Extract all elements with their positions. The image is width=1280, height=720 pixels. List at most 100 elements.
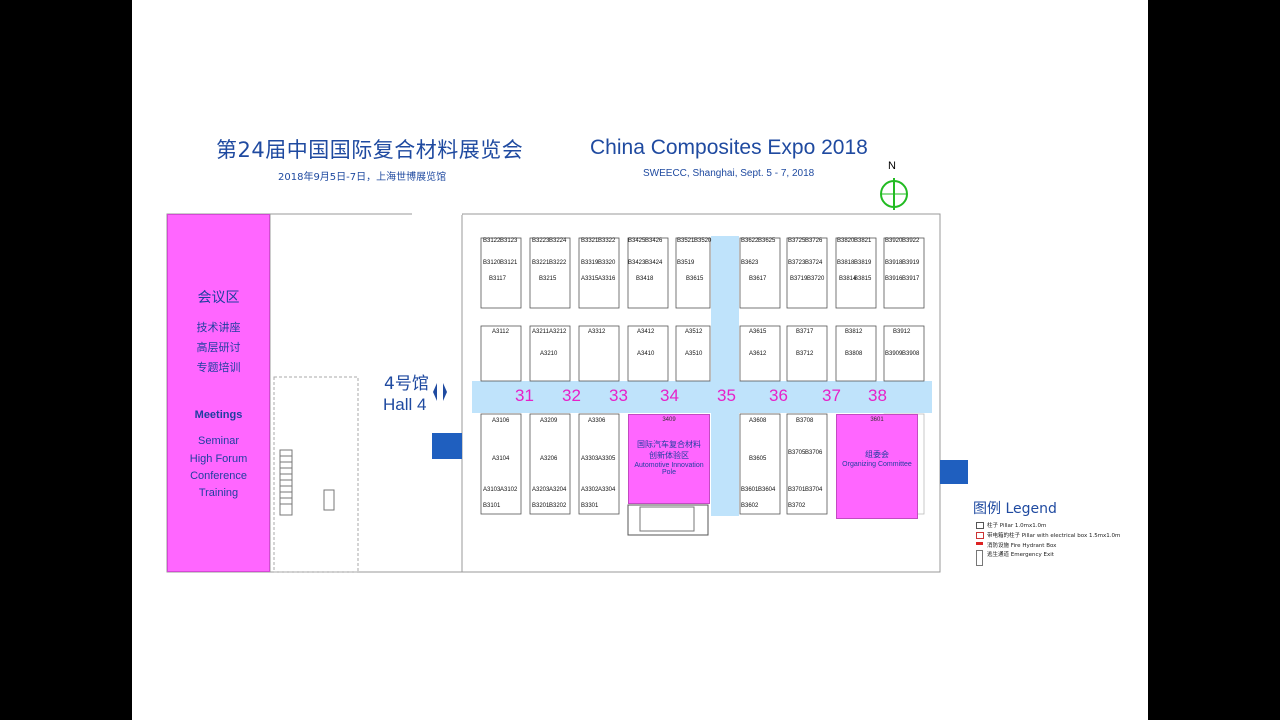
electrical-pillar-icon [976,532,984,539]
booth-label: B3321 [581,238,599,244]
booth-label: B3725 [788,238,806,244]
booth-label: B3723 [788,260,806,266]
booth-label: A3106 [492,418,510,424]
organizing-committee-area: 3601 组委会 Organizing Committee [836,414,918,519]
booth-label: B3120 [483,260,501,266]
booth-label: B3820 [837,238,855,244]
aisle-number: 37 [822,386,841,405]
booth-label: B3922 [902,238,920,244]
booth-label: A3612 [749,351,767,357]
compass-icon [880,178,908,210]
area-name-cn: 国际汽车复合材料创新体验区 [637,440,701,460]
booth-label: A3412 [637,329,655,335]
booth-label: B3117 [489,276,506,282]
booth-label: B3917 [902,276,920,282]
booth-label: B3918 [885,260,903,266]
booth-label: A3510 [685,351,703,357]
north-label: N [888,160,896,172]
booth-label: B3224 [549,238,567,244]
aisle-number: 36 [769,386,788,405]
booth-label: B3521 [677,238,695,244]
booth-label: B3215 [539,276,557,282]
booth-label: B3426 [645,238,663,244]
booth-label: A3303 [581,456,599,462]
booth-label: B3604 [758,487,776,493]
aisle-number: 33 [609,386,628,405]
booth-label: B3101 [483,503,501,509]
legend-title: 图例 Legend [973,501,1057,517]
booth-label: B3423 [628,260,646,266]
booth-label: B3602 [741,503,759,509]
expo-subtitle-cn: 2018年9月5日-7日，上海世博展览馆 [278,172,447,183]
booth-label: B3520 [694,238,712,244]
booth-label: B3818 [837,260,855,266]
meeting-item-en: Seminar [198,435,239,447]
booth-label: B3319 [581,260,599,266]
booth-label: B3121 [500,260,518,266]
booth-label: B3819 [854,260,872,266]
booth-label: B3815 [854,276,872,282]
booth-label: B3719 [790,276,808,282]
meeting-area: 会议区 技术讲座 高层研讨 专题培训 Meetings Seminar High… [167,214,270,572]
area-name-en: Automotive Innovation Pole [634,462,704,476]
booth-label: A3102 [500,487,518,493]
expo-title-en: China Composites Expo 2018 [590,136,868,159]
booth-label: A3312 [588,329,606,335]
booth-label: A3315 [581,276,599,282]
booth-label: B3704 [805,487,823,493]
booth-label: A3304 [598,487,616,493]
booth-label: B3615 [686,276,704,282]
meeting-item-en: Conference [190,470,247,482]
booth-label: B3912 [893,329,911,335]
meeting-title-en: Meetings [194,409,243,421]
booth-label: A3112 [492,329,509,335]
fire-hydrant-icon [976,542,983,545]
booth-label: A3410 [637,351,655,357]
aisle-number: 38 [868,386,887,405]
booth-label: A3104 [492,456,510,462]
area-code: 3601 [870,417,884,423]
legend-item: 逃生通道 Emergency Exit [987,552,1054,558]
booth-label: B3418 [636,276,654,282]
booth-label: B3920 [885,238,903,244]
booth-label: B3322 [598,238,616,244]
area-name-cn: 组委会 [865,450,889,459]
expo-subtitle-en: SWEECC, Shanghai, Sept. 5 - 7, 2018 [643,168,815,179]
booth-label: B3724 [805,260,823,266]
booth-label: B3808 [845,351,863,357]
booth-label: B3221 [532,260,550,266]
automotive-innovation-area: 3409 国际汽车复合材料创新体验区 Automotive Innovation… [628,414,710,504]
booth-label: B3712 [796,351,814,357]
booth-label: B3424 [645,260,663,266]
booth-label: A3210 [540,351,558,357]
booth-label: A3305 [598,456,616,462]
booth-label: B3908 [902,351,920,357]
booth-label: A3212 [549,329,567,335]
booth-label: B3301 [581,503,599,509]
booth-label: A3316 [598,276,616,282]
entrance-arrows-icon [433,383,447,401]
aisle-number: 35 [717,386,736,405]
aisle-number: 32 [562,386,581,405]
booth-label: B3222 [549,260,567,266]
booth-label: B3622 [741,238,759,244]
pillar-icon [976,522,984,529]
aisle-number: 31 [515,386,534,405]
booth-label: B3625 [758,238,776,244]
floor-plan-page [132,0,1148,720]
booth-label: B3519 [677,260,695,266]
booth-label: B3605 [749,456,767,462]
meeting-item-en: Training [198,487,239,499]
booth-label: A3306 [588,418,606,424]
meeting-item-cn: 技术讲座 [196,321,241,334]
booth-label: B3223 [532,238,550,244]
booth-label: A3209 [540,418,558,424]
booth-label: A3203 [532,487,550,493]
booth-label: A3211 [532,329,549,335]
booth-label: B3909 [885,351,903,357]
emergency-exit-icon [976,550,983,566]
meeting-item-cn: 高层研讨 [196,341,241,354]
meeting-item-en: High Forum [189,453,248,465]
booth-label: B3812 [845,329,863,335]
